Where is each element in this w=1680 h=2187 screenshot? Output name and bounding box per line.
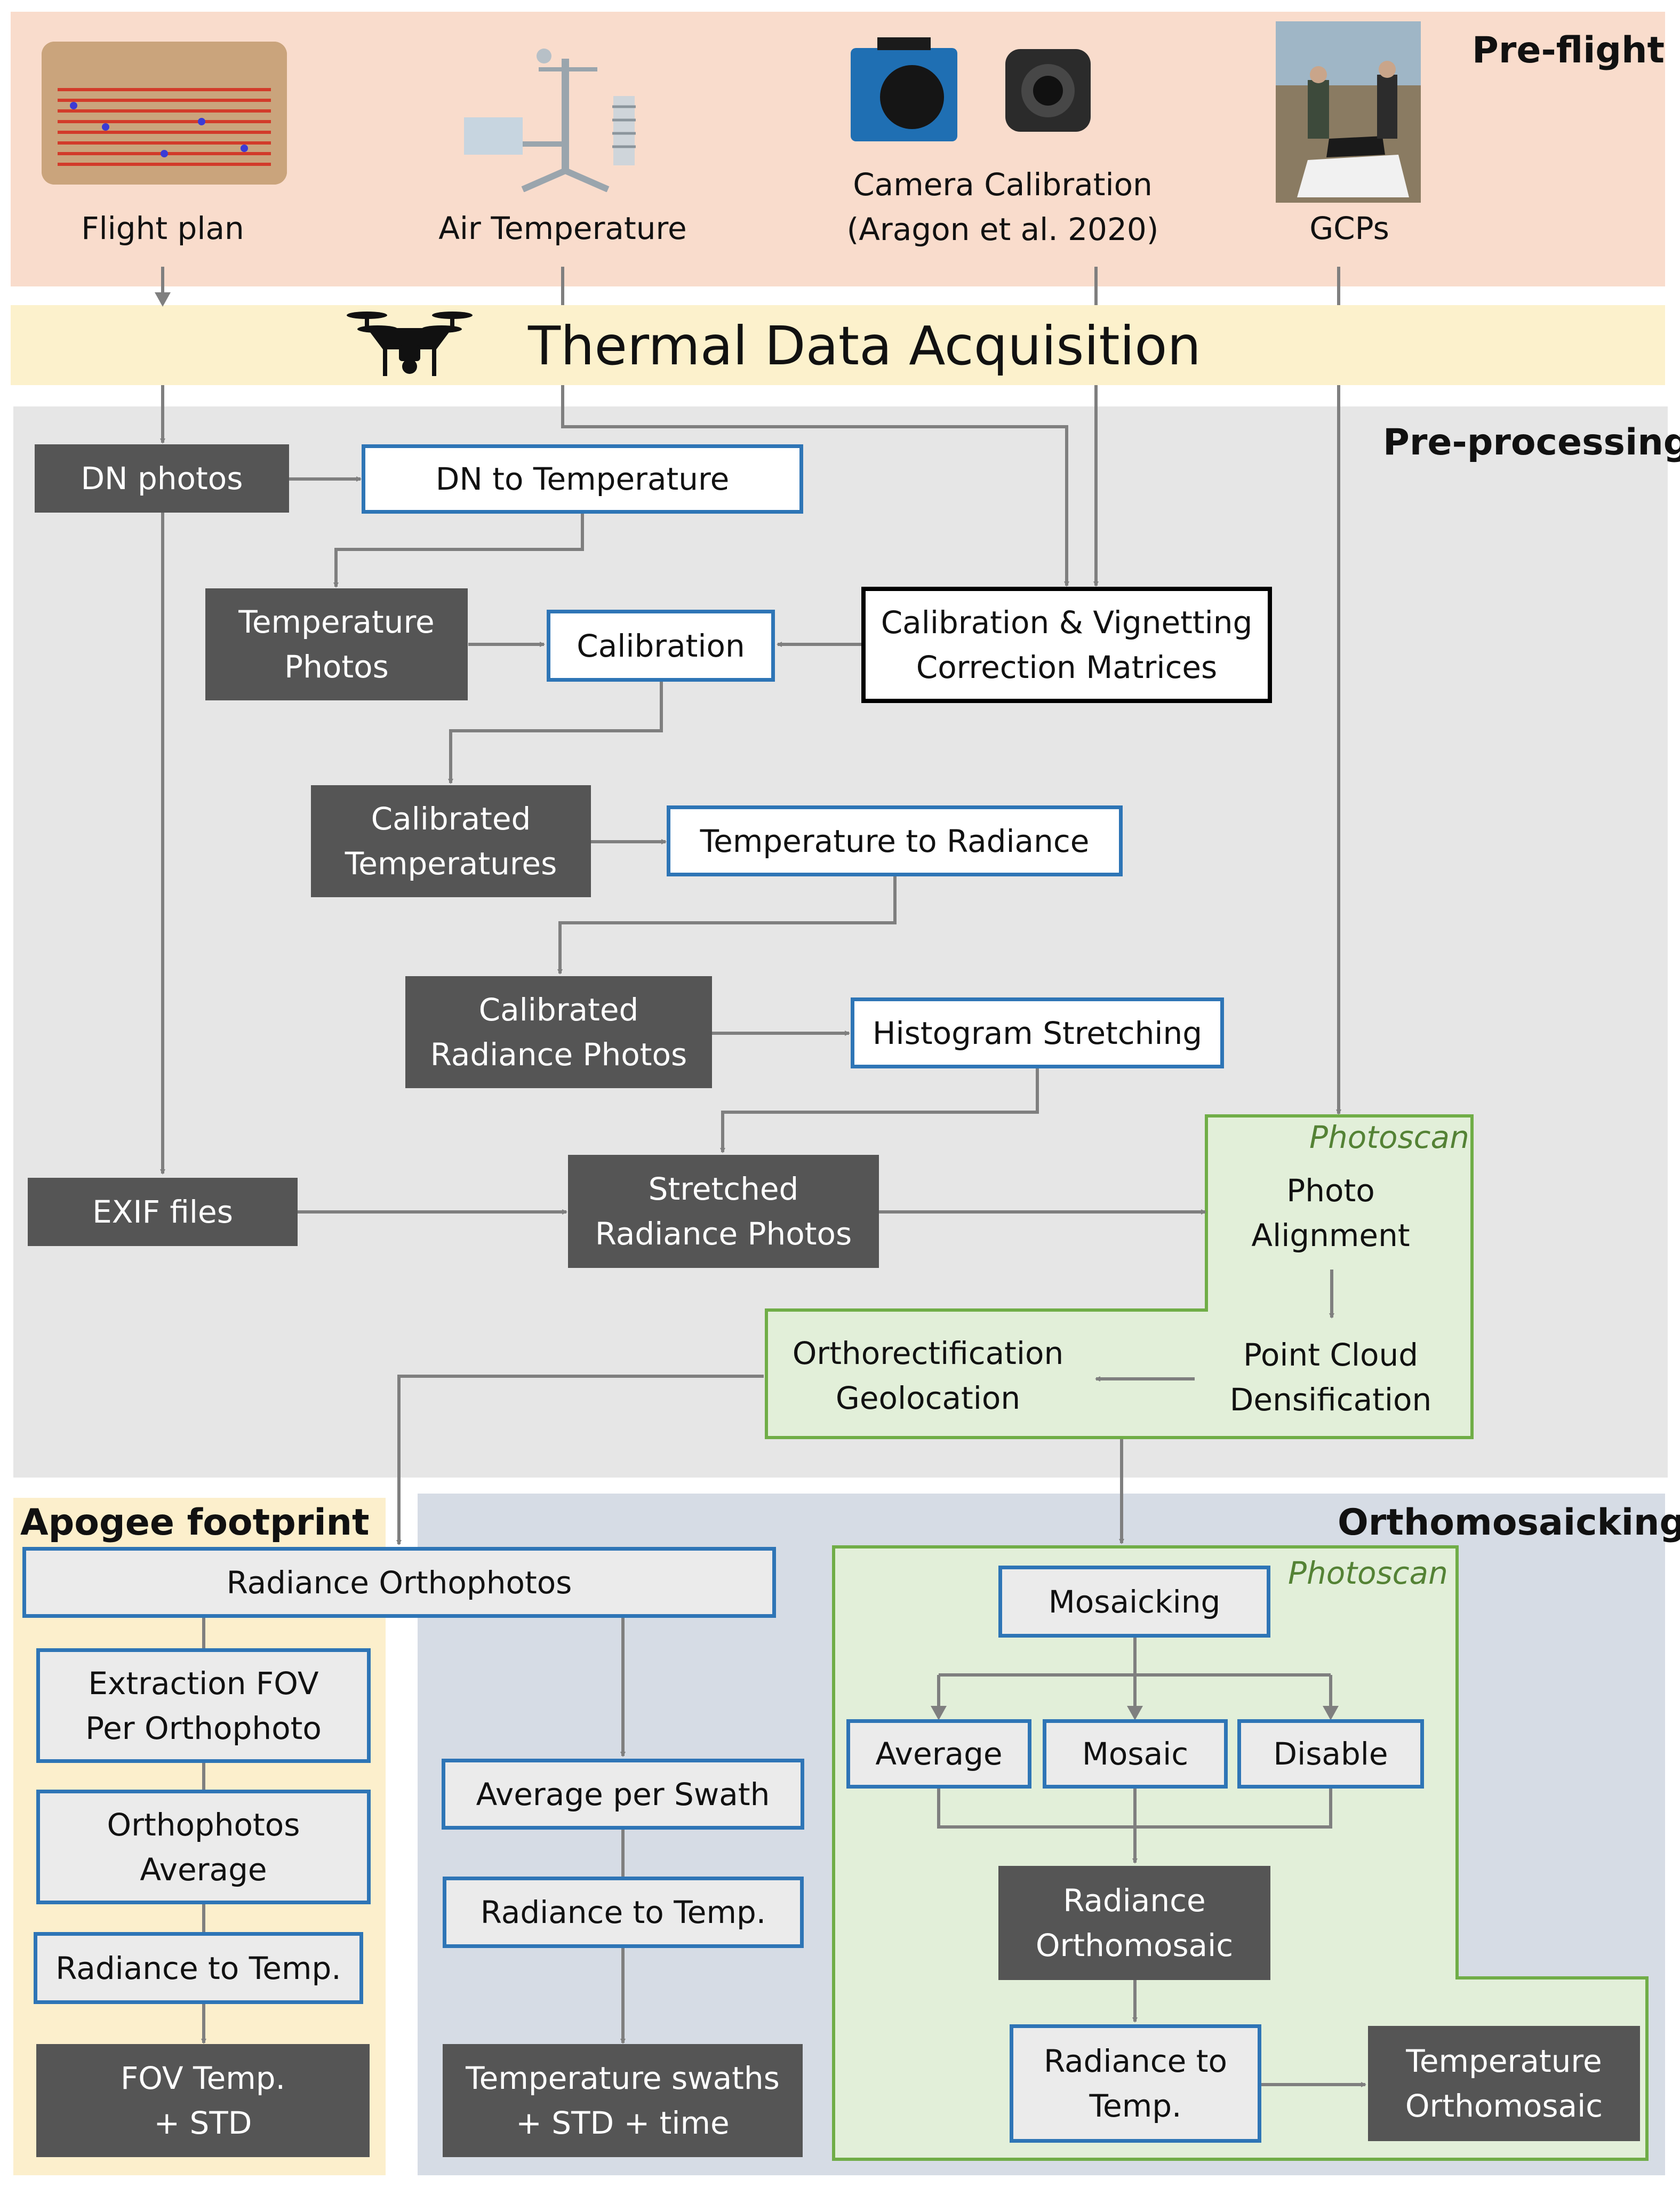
acquisition-banner bbox=[11, 305, 1665, 385]
dn-photos-box: DN photos bbox=[35, 444, 289, 513]
swath-radiance-to-temp-box: Radiance to Temp. bbox=[443, 1877, 804, 1948]
apogee-radiance-to-temp-box: Radiance to Temp. bbox=[34, 1932, 363, 2004]
arrowhead-mos-mosaic bbox=[1127, 1706, 1143, 1720]
orthophotos-average-box: Orthophotos Average bbox=[36, 1790, 371, 1904]
radiance-orthomosaic-box: Radiance Orthomosaic bbox=[998, 1866, 1270, 1980]
ortho-radiance-to-temp-box: Radiance to Temp. bbox=[1010, 2024, 1261, 2143]
calibration-box: Calibration bbox=[547, 610, 775, 682]
orthomosaicking-title: Orthomosaicking bbox=[1338, 1502, 1680, 1544]
temperature-to-radiance-box: Temperature to Radiance bbox=[667, 805, 1123, 876]
point-cloud-label: Point Cloud Densification bbox=[1229, 1337, 1432, 1418]
flight-plan-map-icon bbox=[42, 42, 287, 185]
temperature-swaths-box: Temperature swaths + STD + time bbox=[443, 2044, 803, 2157]
apogee-title: Apogee footprint bbox=[20, 1502, 370, 1544]
temperature-orthomosaic-box: Temperature Orthomosaic bbox=[1368, 2026, 1640, 2141]
calibrated-radiance-photos-box: Calibrated Radiance Photos bbox=[405, 976, 712, 1088]
arrow-histogram-stretched bbox=[720, 1068, 1039, 1153]
arrow-airtemp-matrices bbox=[561, 385, 1069, 587]
gcp-photo-icon bbox=[1276, 21, 1421, 203]
weather-station-icon bbox=[459, 37, 651, 193]
flight-plan-label: Flight plan bbox=[81, 210, 244, 246]
arrowhead-mos-avg bbox=[931, 1706, 947, 1720]
disable-option-box: Disable bbox=[1237, 1719, 1424, 1789]
preflight-title: Pre-flight bbox=[1472, 29, 1665, 71]
acquisition-title: Thermal Data Acquisition bbox=[528, 315, 1201, 377]
calibration-matrices-box: Calibration & Vignetting Correction Matr… bbox=[861, 587, 1272, 703]
photo-alignment-label: Photo Alignment bbox=[1251, 1172, 1410, 1254]
arrowhead-flightplan bbox=[155, 292, 171, 307]
temperature-photos-box: Temperature Photos bbox=[205, 588, 468, 700]
arrow-calibration-caltemps bbox=[448, 682, 663, 784]
mosaicking-box: Mosaicking bbox=[998, 1566, 1270, 1638]
arrow-mosaicking-options bbox=[937, 1638, 1331, 1715]
camera-calibration-label: Camera Calibration (Aragon et al. 2020) bbox=[846, 166, 1159, 248]
stretched-radiance-photos-box: Stretched Radiance Photos bbox=[568, 1155, 879, 1268]
mosaic-option-box: Mosaic bbox=[1043, 1719, 1228, 1789]
drone-icon bbox=[346, 307, 474, 384]
arrow-ortho-radortho bbox=[396, 1375, 764, 1545]
calibrated-temperatures-box: Calibrated Temperatures bbox=[311, 785, 591, 897]
arrow-dntotemp-tempphotos bbox=[333, 513, 584, 588]
arrowhead-mos-disable bbox=[1323, 1706, 1339, 1720]
photoscan-region-ortho bbox=[832, 1545, 1649, 2161]
photoscan-label-preprocessing: Photoscan bbox=[1309, 1119, 1469, 1155]
gcps-label: GCPs bbox=[1309, 210, 1389, 246]
exif-files-box: EXIF files bbox=[28, 1178, 298, 1246]
radiance-orthophotos-box: Radiance Orthophotos bbox=[22, 1547, 776, 1618]
dn-to-temperature-box: DN to Temperature bbox=[362, 444, 803, 514]
preprocessing-title: Pre-processing bbox=[1383, 421, 1680, 464]
average-per-swath-box: Average per Swath bbox=[442, 1759, 804, 1830]
orthorectification-label: Orthorectification Geolocation bbox=[792, 1335, 1064, 1416]
extraction-fov-box: Extraction FOV Per Orthophoto bbox=[36, 1648, 371, 1763]
thermal-camera-icon bbox=[845, 37, 1101, 149]
photoscan-label-ortho: Photoscan bbox=[1288, 1555, 1448, 1591]
air-temperature-label: Air Temperature bbox=[438, 210, 687, 246]
photoscan-region-preprocessing bbox=[765, 1114, 1474, 1439]
histogram-stretching-box: Histogram Stretching bbox=[851, 997, 1224, 1068]
fov-temp-box: FOV Temp. + STD bbox=[36, 2044, 370, 2157]
average-option-box: Average bbox=[846, 1719, 1031, 1789]
arrow-temptorad-calrad bbox=[557, 876, 897, 975]
arrow-options-radorthomosaic bbox=[937, 1788, 1332, 1863]
